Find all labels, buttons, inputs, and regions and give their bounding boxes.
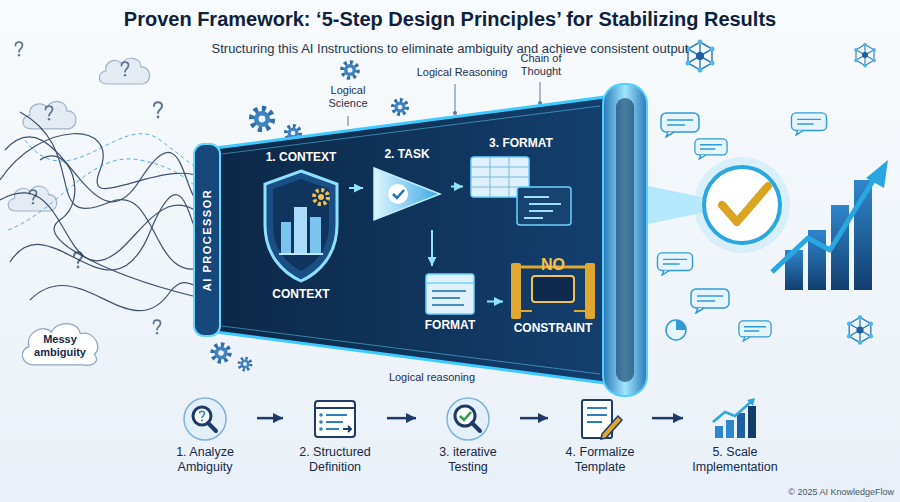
node-text: 3. FORMAT <box>467 136 575 151</box>
annotation-label: Chain of Thought <box>505 52 577 78</box>
node-text: 1. Analyze Ambiguity <box>155 445 255 475</box>
node-text: FORMAT <box>417 318 483 333</box>
flow-arrow <box>520 417 548 420</box>
format-stage: 3. FORMAT <box>465 134 577 233</box>
node-text: CONSTRAINT <box>507 321 599 336</box>
flow-arrow <box>349 187 363 189</box>
step-icon <box>307 396 363 442</box>
context-stage: 1. CONTEXT CONTEXT <box>255 148 347 304</box>
constraint-gate: NOCONSTRAINT <box>505 255 601 338</box>
processor-funnel: AI PROCESSOR 1. CONTEXT CONTEXT 2. TASK 3. F… <box>200 90 660 390</box>
process-step: 4. Formalize Template <box>550 396 650 475</box>
node-text: 1. CONTEXT <box>257 150 345 165</box>
step-icon <box>707 396 763 442</box>
gate-label: NO <box>541 257 565 321</box>
document-icon <box>422 272 478 316</box>
diagram-title: Proven Framework: ‘5-Step Design Princip… <box>0 8 900 31</box>
node-text: 2. TASK <box>367 147 447 162</box>
annotation-label: Logical Reasoning <box>402 66 522 79</box>
node-text: 5. Scale Implementation <box>685 445 785 475</box>
shield-icon <box>259 167 343 285</box>
step-icon-art <box>707 396 763 442</box>
document-icon-art <box>422 272 478 316</box>
subtitle: Structuring this AI Instructions to elim… <box>0 41 900 56</box>
node-text: 2. Structured Definition <box>285 445 385 475</box>
ambiguity-cloud: Messy ambiguity <box>18 318 102 367</box>
node-text: CONTEXT <box>257 287 345 302</box>
table-icon-art <box>469 153 573 229</box>
process-step: 1. Analyze Ambiguity <box>155 396 255 475</box>
flow-arrow <box>487 301 503 303</box>
format-doc: FORMAT <box>415 268 485 335</box>
gate-frame: NO <box>508 257 598 321</box>
process-step: 3. iterative Testing <box>418 396 518 475</box>
annotation-label: Logical reasoning <box>372 371 492 384</box>
copyright-note: © 2025 AI KnowledgeFlow <box>700 487 894 497</box>
vertical-label: AI PROCESSOR <box>201 189 213 291</box>
step-icon-art <box>440 396 496 442</box>
task-stage: 2. TASK <box>365 145 449 228</box>
node-text: Messy ambiguity <box>26 333 94 358</box>
flow-arrow <box>451 186 463 188</box>
process-step: 5. Scale Implementation <box>685 396 785 475</box>
shield-icon-art <box>259 167 343 285</box>
table-icon <box>469 153 573 229</box>
flow-arrow <box>652 417 683 420</box>
flow-arrow <box>387 417 416 420</box>
flow-arrow <box>257 417 283 420</box>
annotation-label: Logical Science <box>316 84 380 110</box>
step-icon <box>177 396 233 442</box>
task-arrow-icon-art <box>370 164 444 224</box>
flow-arrow <box>431 230 433 266</box>
node-text: 3. iterative Testing <box>418 445 518 475</box>
process-step: 2. Structured Definition <box>285 396 385 475</box>
task-arrow-icon <box>370 164 444 224</box>
step-icon-art <box>177 396 233 442</box>
step-icon <box>440 396 496 442</box>
step-icon <box>572 396 628 442</box>
step-icon-art <box>307 396 363 442</box>
node-text: 4. Formalize Template <box>550 445 650 475</box>
step-icon-art <box>572 396 628 442</box>
